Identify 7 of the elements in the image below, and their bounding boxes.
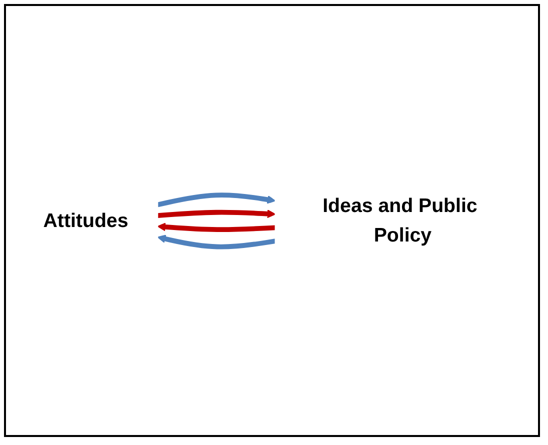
arrow xyxy=(157,209,276,218)
arrow xyxy=(157,222,276,232)
arrow xyxy=(157,192,276,207)
node-text: Ideas and Public Policy xyxy=(322,195,478,246)
node-text: Attitudes xyxy=(43,210,128,232)
arrow xyxy=(157,234,276,249)
frame-border: Attitudes Ideas and Public Policy xyxy=(4,4,540,437)
